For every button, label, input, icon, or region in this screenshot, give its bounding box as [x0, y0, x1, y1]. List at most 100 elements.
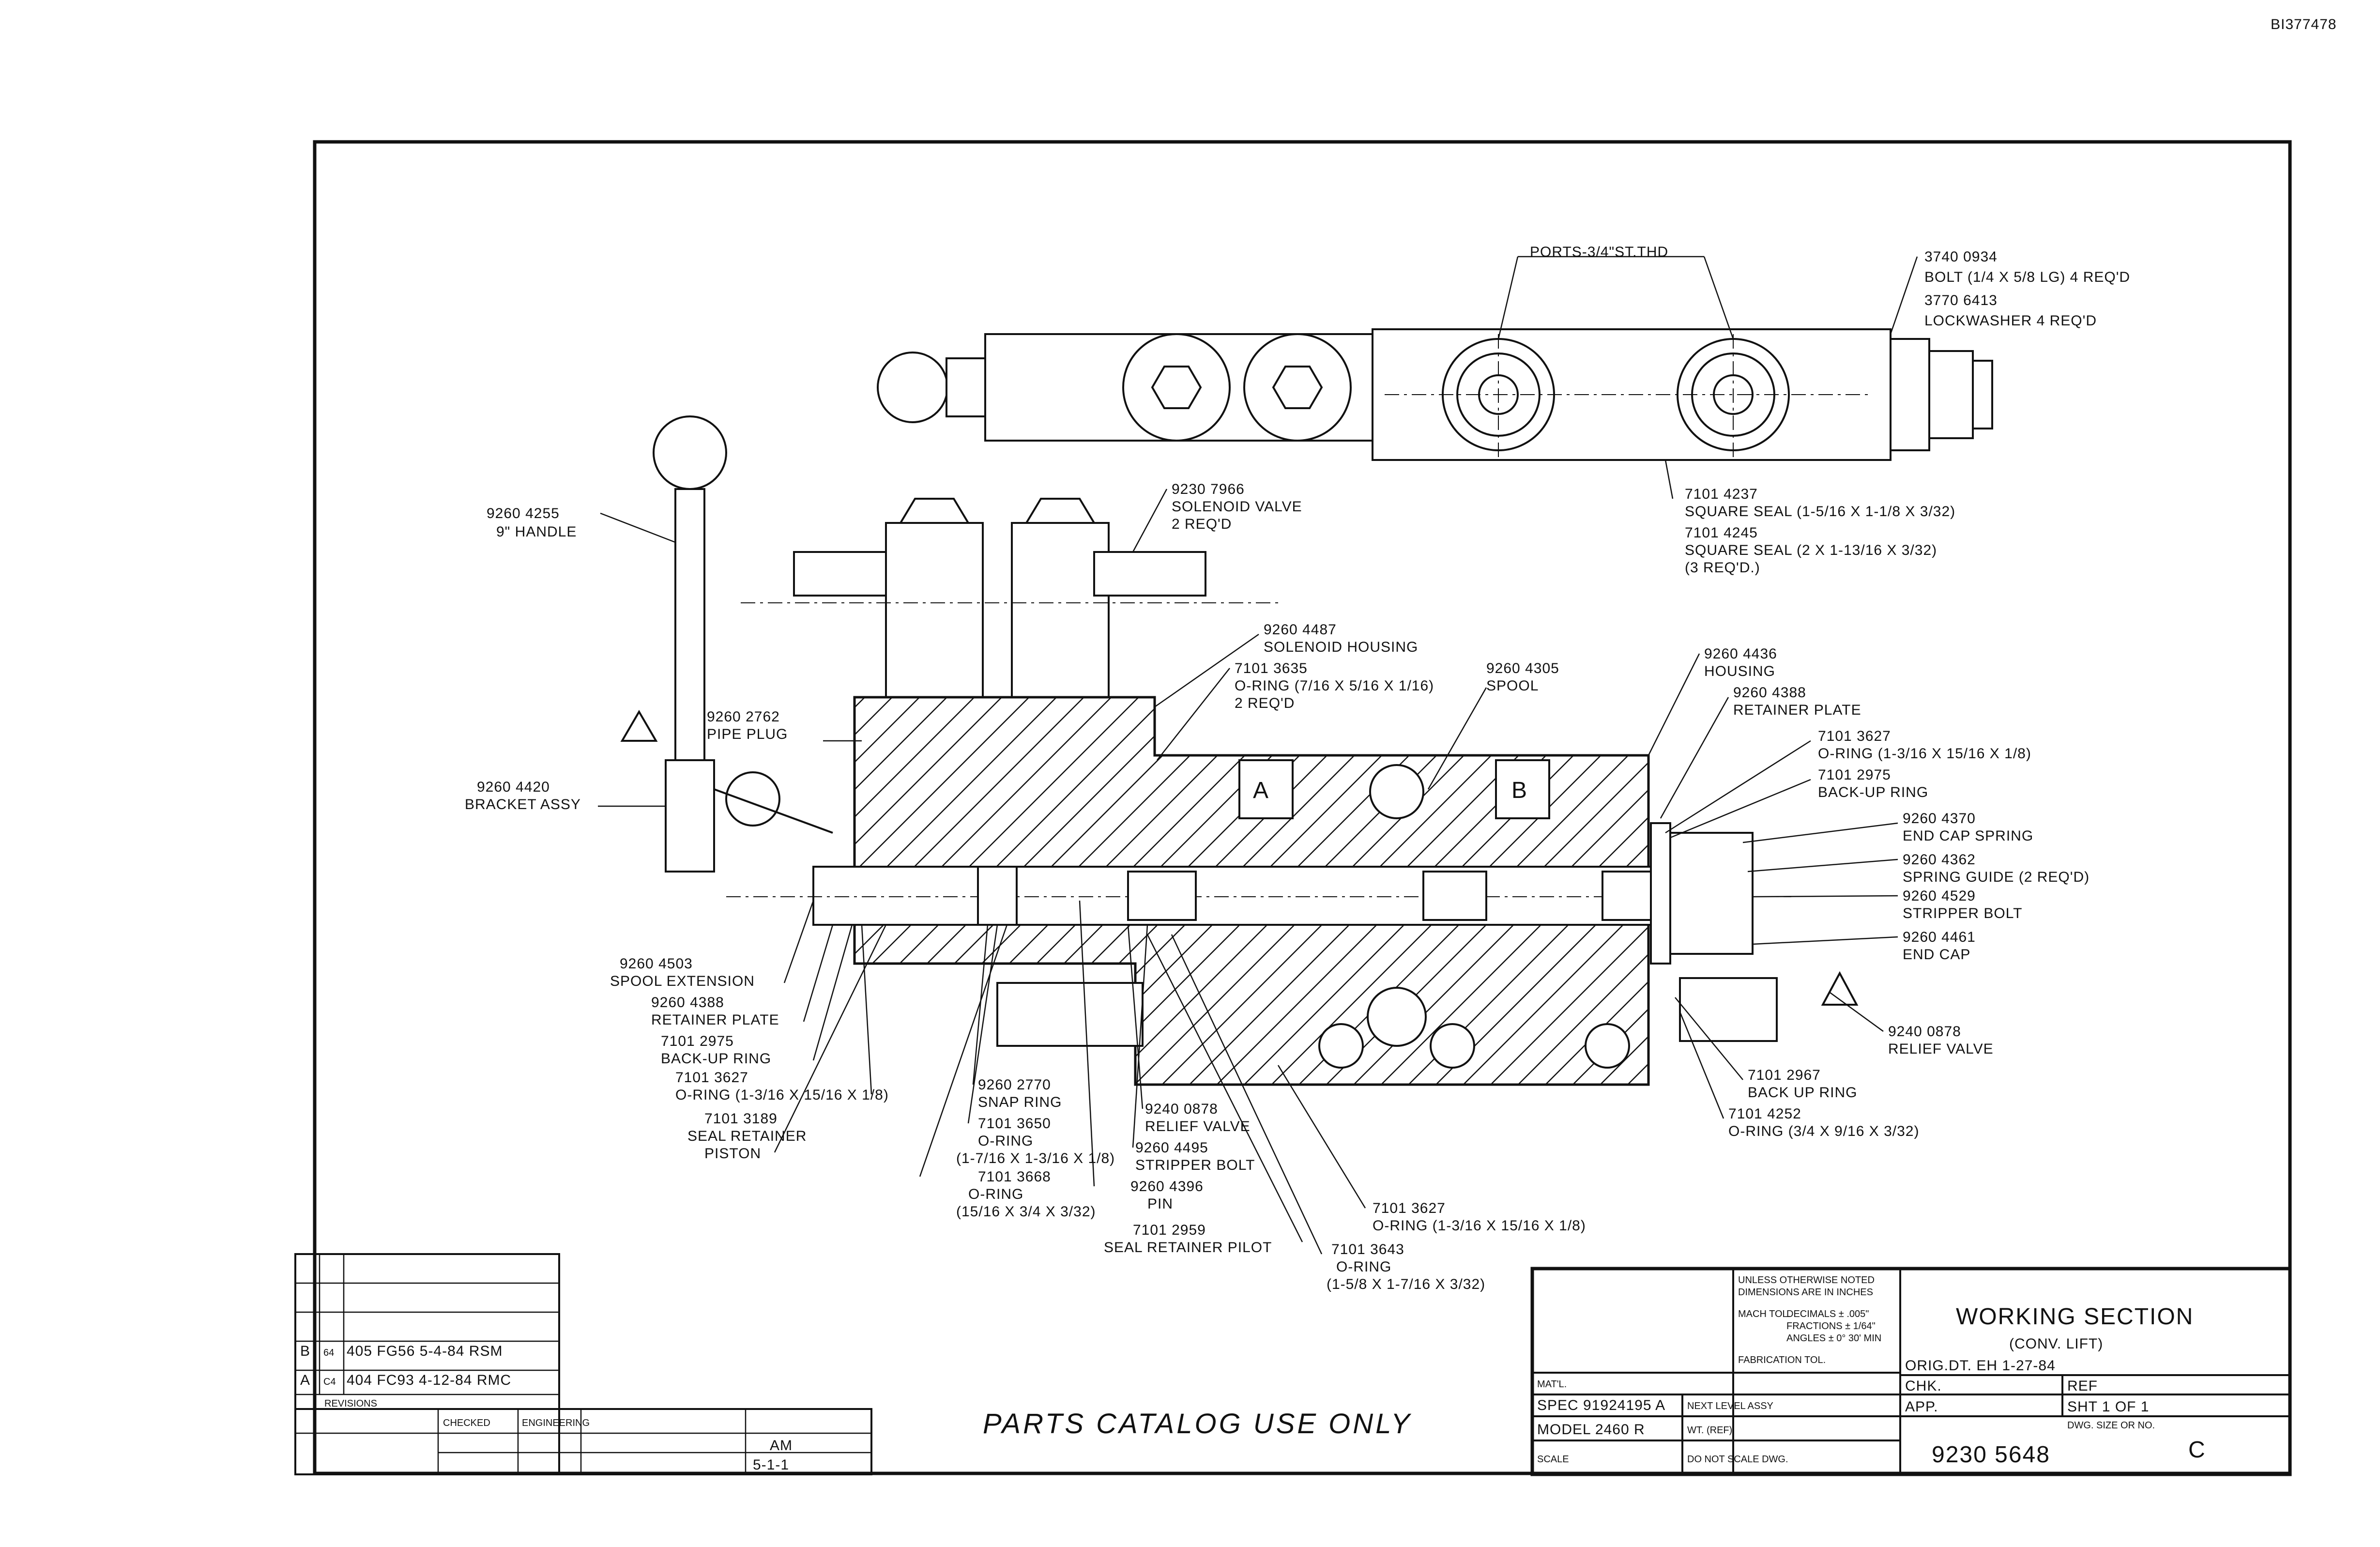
label-housing-desc: HOUSING: [1704, 663, 1775, 679]
label-stripper-bolt-right-desc: STRIPPER BOLT: [1903, 905, 2023, 921]
label-oring-mid-size: (1-7/16 X 1-3/16 X 1/8): [956, 1150, 1115, 1166]
orig-date: ORIG.DT. EH 1-27-84: [1905, 1358, 2056, 1374]
rev-a-text: 404 FC93 4-12-84 RMC: [347, 1372, 511, 1388]
label-oring-solenoid-qty: 2 REQ'D: [1235, 695, 1295, 711]
label-oring-mid-desc: O-RING: [978, 1133, 1033, 1149]
tol-note-7: FABRICATION TOL.: [1738, 1355, 1826, 1365]
label-snap-ring-number: 9260 2770: [978, 1077, 1051, 1093]
warning-triangle-left: [620, 710, 658, 742]
label-snap-ring-desc: SNAP RING: [978, 1094, 1062, 1110]
label-solenoid-housing-number: 9260 4487: [1264, 622, 1337, 638]
tol-note-2: DIMENSIONS ARE IN INCHES: [1738, 1287, 1873, 1298]
label-square-seal-2-desc: SQUARE SEAL (2 X 1-13/16 X 3/32): [1685, 542, 1937, 558]
label-ports: PORTS-3/4"ST.THD: [1530, 244, 1668, 260]
label-stripper-bolt-mid-number: 9260 4495: [1135, 1140, 1208, 1156]
label-oring-small-number: 7101 3668: [978, 1169, 1051, 1185]
approval-checked: CHECKED: [443, 1418, 490, 1428]
label-oring-bottom-right-desc: O-RING (3/4 X 9/16 X 3/32): [1728, 1123, 1919, 1139]
label-oring-right-number: 7101 3627: [1818, 728, 1891, 744]
label-oring-lower-size: (1-5/8 X 1-7/16 X 3/32): [1327, 1276, 1485, 1292]
approval-engineering: ENGINEERING: [522, 1418, 590, 1428]
spec-number: SPEC 91924195 A: [1537, 1397, 1665, 1413]
chk-label: CHK.: [1905, 1378, 1942, 1394]
solenoid-valves: [741, 498, 1278, 698]
label-relief-valve-mid-desc: RELIEF VALVE: [1145, 1118, 1251, 1134]
rev-a-letter: A: [300, 1372, 310, 1388]
label-backup-ring-bottom-number: 7101 2967: [1748, 1067, 1821, 1083]
label-spool-desc: SPOOL: [1486, 678, 1539, 694]
approval-block: CHECKED ENGINEERING AM 5-1-1: [294, 1408, 872, 1475]
label-pin-number: 9260 4396: [1130, 1179, 1204, 1195]
dwg-size: C: [2188, 1437, 2206, 1463]
label-bracket-assy-number: 9260 4420: [477, 779, 550, 795]
label-spring-guide-number: 9260 4362: [1903, 852, 1976, 868]
handle-assembly: [653, 415, 833, 873]
label-retainer-plate-right-desc: RETAINER PLATE: [1733, 702, 1861, 718]
top-view-assembly: [877, 328, 1993, 461]
label-end-cap-spring-number: 9260 4370: [1903, 811, 1976, 827]
drawing-border: [313, 140, 2292, 1475]
label-oring-mid-number: 7101 3650: [978, 1116, 1051, 1132]
tol-note-1: UNLESS OTHERWISE NOTED: [1738, 1275, 1875, 1286]
app-label: APP.: [1905, 1399, 1938, 1415]
label-stripper-bolt-mid-desc: STRIPPER BOLT: [1135, 1157, 1255, 1173]
label-oring-right-desc: O-RING (1-3/16 X 15/16 X 1/8): [1818, 746, 2031, 762]
label-oring-lower-mid-desc: O-RING (1-3/16 X 15/16 X 1/8): [1373, 1218, 1586, 1234]
label-seal-retainer-piston-desc: SEAL RETAINER: [687, 1128, 807, 1144]
label-spool-extension-desc: SPOOL EXTENSION: [610, 973, 755, 989]
label-retainer-plate-left-desc: RETAINER PLATE: [651, 1012, 779, 1028]
label-retainer-plate-right-number: 9260 4388: [1733, 685, 1806, 701]
label-oring-solenoid-number: 7101 3635: [1235, 660, 1308, 676]
label-relief-valve-right-number: 9240 0878: [1888, 1024, 1961, 1040]
approval-date: 5-1-1: [753, 1457, 789, 1473]
revisions-header: REVISIONS: [324, 1398, 377, 1409]
label-spool-number: 9260 4305: [1486, 660, 1559, 676]
label-oring-left-number: 7101 3627: [675, 1070, 748, 1086]
label-bolt-desc: BOLT (1/4 X 5/8 LG) 4 REQ'D: [1924, 269, 2130, 285]
rev-b-ecn: 64: [323, 1348, 334, 1358]
rev-a-ecn: C4: [323, 1377, 336, 1387]
label-stripper-bolt-right-number: 9260 4529: [1903, 888, 1976, 904]
rev-b-text: 405 FG56 5-4-84 RSM: [347, 1343, 503, 1359]
rev-b-letter: B: [300, 1343, 310, 1359]
label-backup-ring-right-desc: BACK-UP RING: [1818, 784, 1928, 800]
label-retainer-plate-left-number: 9260 4388: [651, 995, 724, 1011]
label-seal-retainer-pilot-number: 7101 2959: [1133, 1222, 1206, 1238]
main-housing-section: A B: [726, 696, 1791, 1086]
title-block: UNLESS OTHERWISE NOTED DIMENSIONS ARE IN…: [1530, 1267, 2292, 1476]
label-housing-number: 9260 4436: [1704, 646, 1777, 662]
label-seal-retainer-pilot-desc: SEAL RETAINER PILOT: [1104, 1240, 1272, 1256]
label-handle-number: 9260 4255: [487, 505, 560, 521]
label-oring-small-size: (15/16 X 3/4 X 3/32): [956, 1204, 1096, 1220]
ref-label: REF: [2067, 1378, 2098, 1394]
revision-block: B 64 405 FG56 5-4-84 RSM A C4 404 FC93 4…: [294, 1253, 560, 1475]
label-end-cap-number: 9260 4461: [1903, 929, 1976, 945]
document-reference: BI377478: [2271, 16, 2336, 32]
label-pin-desc: PIN: [1147, 1196, 1173, 1212]
label-oring-small-desc: O-RING: [968, 1186, 1023, 1202]
label-relief-valve-mid-number: 9240 0878: [1145, 1101, 1218, 1117]
label-square-seal-1-number: 7101 4237: [1685, 486, 1758, 502]
label-lockwasher-number: 3770 6413: [1924, 292, 1998, 308]
catalog-use-note: PARTS CATALOG USE ONLY: [983, 1408, 1412, 1440]
drawing-number: 9230 5648: [1932, 1442, 2050, 1468]
tol-note-3: MACH TOL.: [1738, 1309, 1790, 1319]
label-backup-ring-left-desc: BACK-UP RING: [661, 1051, 771, 1067]
dwg-size-label: DWG. SIZE OR NO.: [2067, 1420, 2155, 1431]
label-lockwasher-desc: LOCKWASHER 4 REQ'D: [1924, 313, 2097, 329]
label-relief-valve-right-desc: RELIEF VALVE: [1888, 1041, 1994, 1057]
label-pipe-plug-number: 9260 2762: [707, 709, 780, 725]
tol-note-6: ANGLES ± 0° 30' MIN: [1786, 1333, 1881, 1344]
label-oring-left-desc: O-RING (1-3/16 X 15/16 X 1/8): [675, 1087, 889, 1103]
model-number: MODEL 2460 R: [1537, 1422, 1645, 1438]
label-oring-lower-mid-number: 7101 3627: [1373, 1200, 1446, 1216]
label-square-seal-2-qty: (3 REQ'D.): [1685, 560, 1760, 576]
tol-note-4: DECIMALS ± .005": [1786, 1309, 1869, 1319]
label-oring-solenoid-desc: O-RING (7/16 X 5/16 X 1/16): [1235, 678, 1434, 694]
do-not-scale: DO NOT SCALE DWG.: [1687, 1454, 1788, 1465]
label-pipe-plug-desc: PIPE PLUG: [707, 726, 788, 742]
drawing-title: WORKING SECTION: [1956, 1304, 2194, 1330]
label-spool-extension-number: 9260 4503: [620, 956, 693, 972]
label-solenoid-valve-desc: SOLENOID VALVE: [1172, 499, 1302, 515]
